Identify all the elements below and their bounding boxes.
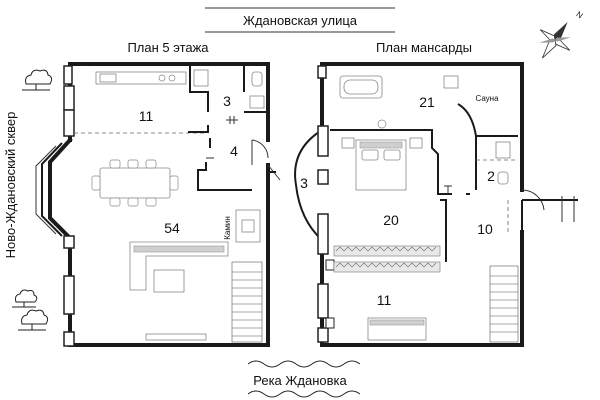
river-wave: [247, 360, 361, 368]
room-number: 3: [300, 175, 308, 191]
room-number: 2: [487, 168, 495, 184]
attic-plan: [294, 62, 578, 347]
room-number: 11: [377, 292, 392, 308]
floor5-plan: Камин: [35, 62, 281, 347]
street-label: Ждановская улица: [243, 13, 358, 28]
compass-label: N: [574, 10, 584, 21]
room-number: 4: [230, 143, 238, 159]
sauna-label: Сауна: [475, 94, 499, 103]
river-wave: [247, 390, 361, 398]
room-number: 10: [477, 221, 493, 237]
tree-icon: [22, 69, 53, 91]
compass-icon: [539, 21, 571, 59]
fireplace-label: Камин: [223, 216, 232, 240]
attic-title: План мансарды: [376, 40, 472, 55]
room-number: 3: [223, 93, 231, 109]
park-label: Ново-Ждановский сквер: [3, 112, 18, 259]
floor5-title: План 5 этажа: [127, 40, 209, 55]
tree-icon: [12, 289, 38, 308]
room-number: 21: [419, 94, 435, 110]
tree-icon: [18, 309, 49, 331]
river-label: Река Ждановка: [253, 373, 347, 388]
room-number: 54: [164, 220, 180, 236]
room-number: 11: [139, 108, 154, 124]
room-number: 20: [383, 212, 399, 228]
